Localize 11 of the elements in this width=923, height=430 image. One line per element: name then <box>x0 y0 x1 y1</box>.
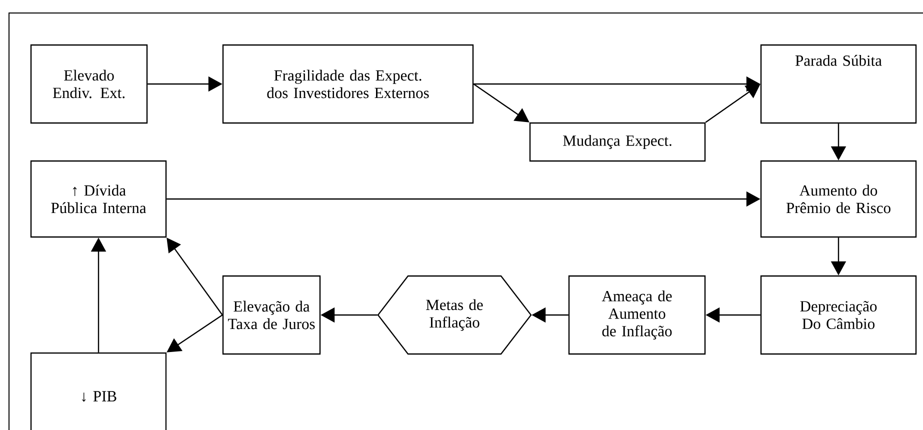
process-box: Elevado Endiv. Ext. <box>30 44 148 124</box>
process-box: Elevação da Taxa de Juros <box>222 275 321 355</box>
process-box: Parada Súbita <box>760 44 917 124</box>
process-box: Mudança Expect. <box>529 122 706 162</box>
process-box: ↓ PIB <box>30 352 167 430</box>
process-box: Depreciação Do Câmbio <box>760 275 917 355</box>
process-box: Aumento do Prêmio de Risco <box>760 160 917 238</box>
process-box: ↑ Dívida Pública Interna <box>30 160 167 238</box>
process-box: Ameaça de Aumento de Inflação <box>568 275 706 355</box>
process-box: Fragilidade das Expect. dos Investidores Externos <box>222 44 474 124</box>
hexagon: Metas de Inflação <box>377 275 532 355</box>
